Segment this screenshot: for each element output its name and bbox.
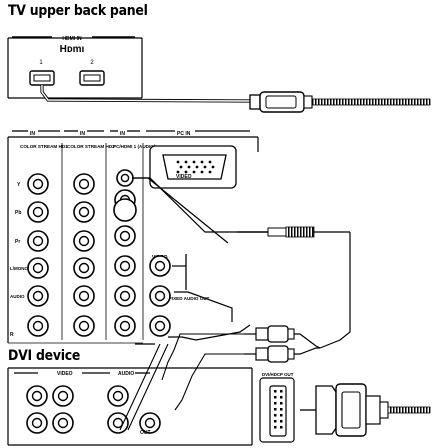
- rca-jack-col1-row5[interactable]: [27, 285, 49, 307]
- device-jack-5[interactable]: [107, 385, 129, 407]
- dvi-cable: [300, 383, 431, 437]
- tv-back-panel: [7, 136, 259, 344]
- pc-in-label: PC IN: [177, 131, 191, 137]
- rca-jack-col1-row6[interactable]: [27, 315, 49, 337]
- device-jack-2[interactable]: [52, 385, 74, 407]
- dvi-out-port[interactable]: [269, 385, 287, 437]
- pc-hdmi-audio-label: PC/HDMI 1 (AUDIO): [113, 144, 156, 149]
- row-labels: Y Pb Pr L/MONO AUDIO R VIDEO VIDEO FIXED…: [10, 174, 210, 338]
- rca-jack-col3-row5[interactable]: [114, 315, 136, 337]
- in-label-3: IN: [120, 131, 125, 137]
- rca-jack-col3-row3[interactable]: [114, 255, 136, 277]
- audio-in-jack[interactable]: [116, 169, 134, 187]
- device-jack-6[interactable]: [107, 412, 129, 434]
- dvi-out-label: OUT: [140, 430, 151, 436]
- rca-jack-col2-row2[interactable]: [73, 201, 95, 223]
- rca-jack-col2-row1[interactable]: [73, 173, 95, 195]
- rca-jack-col3-row4[interactable]: [114, 285, 136, 307]
- dvi-audio-label: AUDIO: [118, 371, 134, 377]
- device-jack-7[interactable]: [139, 412, 161, 434]
- rca-jack-col2-row4[interactable]: [73, 257, 95, 279]
- hdmi-port-1-label: 1: [39, 60, 43, 66]
- dvi-device-panel: VIDEO AUDIO OUT DVI/HDCP OUT: [7, 367, 295, 446]
- audio-rca-plugs: [161, 236, 351, 411]
- dvi-device-title: DVI device: [8, 348, 81, 364]
- rca-jack-col1-row4[interactable]: [27, 257, 49, 279]
- r-label: R: [10, 332, 14, 338]
- color-stream-hd2-label: COLOR STREAM HD2: [67, 144, 115, 149]
- color-stream-hd1-label: COLOR STREAM HD1: [20, 144, 68, 149]
- rca-jack-col4-row3[interactable]: [149, 315, 171, 337]
- device-jack-1[interactable]: [26, 385, 48, 407]
- panel-header-labels: IN IN IN PC IN COLOR STREAM HD1 COLOR ST…: [12, 130, 250, 149]
- in-label-2: IN: [80, 131, 85, 137]
- rca-jack-col4-row2[interactable]: [149, 285, 171, 307]
- pb-label: Pb: [15, 210, 21, 216]
- in-label-1: IN: [30, 131, 35, 137]
- l-mono-label: L/MONO: [10, 266, 28, 271]
- video-label-1: VIDEO: [176, 174, 192, 180]
- rca-jack-col1-row2[interactable]: [27, 201, 49, 223]
- hdmi-panel: HDMI IN Hᴅmı 1 2: [7, 36, 143, 99]
- device-jack-4[interactable]: [52, 412, 74, 434]
- hdmi-port-2-label: 2: [90, 60, 94, 66]
- rca-jack-col2-row6[interactable]: [73, 315, 95, 337]
- panel-cables: [119, 177, 251, 431]
- rca-jack-col4-row1[interactable]: [149, 255, 171, 277]
- y-label: Y: [17, 182, 21, 188]
- rca-jack-col1-row3[interactable]: [27, 230, 49, 252]
- hdmi-dvi-cable: [40, 85, 431, 113]
- rca-jack-col1-row1[interactable]: [27, 173, 49, 195]
- pr-label: Pr: [15, 239, 20, 245]
- video-cable: [237, 226, 351, 238]
- dvi-hdcp-out-label: DVI/HDCP OUT: [262, 372, 294, 377]
- s-video-jack[interactable]: [113, 198, 137, 222]
- dvi-video-label: VIDEO: [57, 371, 73, 377]
- device-jack-3[interactable]: [26, 412, 48, 434]
- fixed-audio-out-label: FIXED AUDIO OUT: [169, 296, 210, 301]
- pc-in-vga-port[interactable]: [149, 145, 237, 189]
- hdmi-logo: Hᴅmı: [60, 44, 85, 55]
- audio-label: AUDIO: [10, 294, 25, 299]
- rca-jack-col2-row5[interactable]: [73, 285, 95, 307]
- rca-jacks: [26, 169, 171, 434]
- rca-jack-col3-row2[interactable]: [114, 225, 136, 247]
- hdmi-in-label: HDMI IN: [62, 36, 82, 42]
- rca-jack-col2-row3[interactable]: [73, 230, 95, 252]
- tv-panel-title: TV upper back panel: [8, 3, 148, 19]
